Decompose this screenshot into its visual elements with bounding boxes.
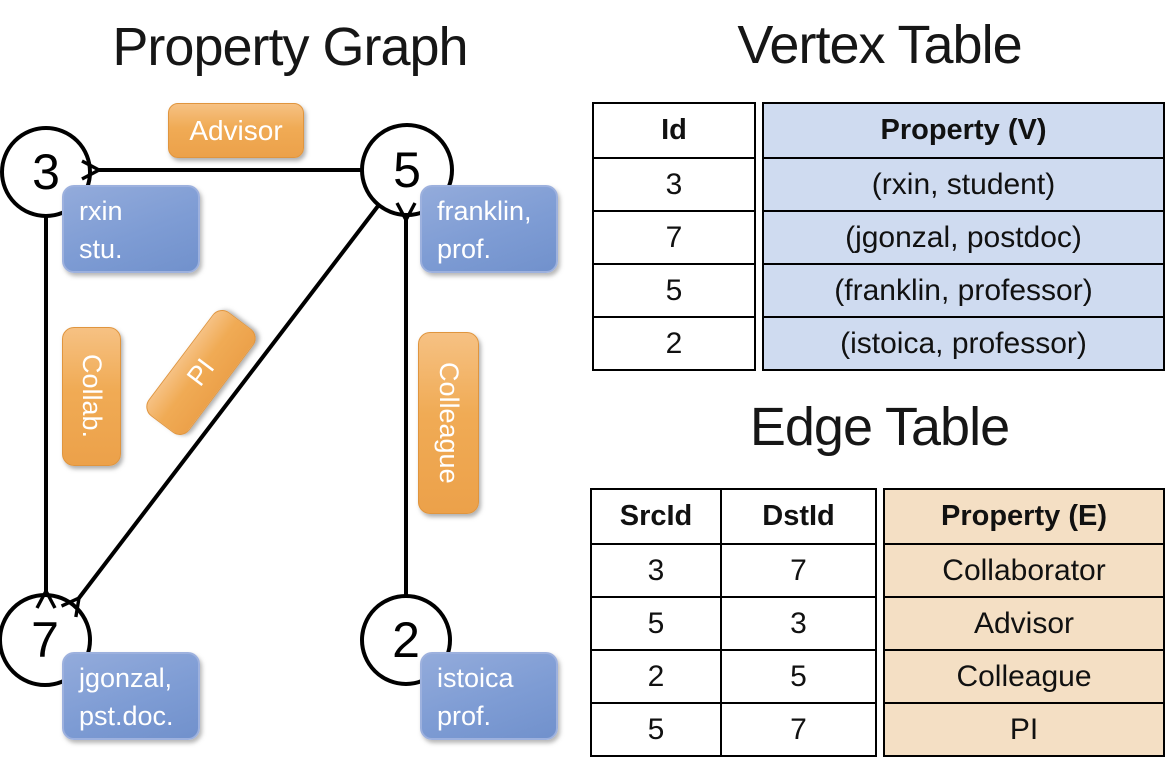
edge-table: SrcId DstId 3 7 5 3 2 5 5 7 Property (E)… [590, 488, 1165, 757]
vertex-property-line: stu. [79, 234, 123, 264]
edge-table-src-cell: 5 [592, 596, 720, 649]
vertex-property-line: rxin [79, 196, 123, 226]
vertex-property-box-2: istoica prof. [420, 652, 558, 740]
edge-table-src-cell: 5 [592, 702, 720, 755]
vertex-table-id-cell: 2 [594, 316, 754, 369]
vertex-property-line: istoica [437, 663, 514, 693]
vertex-table-property-cell: (istoica, professor) [764, 316, 1163, 369]
vertex-table-id-column: Id 3 7 5 2 [592, 102, 756, 371]
edge-arrow-5-to-7 [60, 204, 380, 618]
vertex-property-box-7: jgonzal, pst.doc. [62, 652, 200, 740]
edge-table-dst-header: DstId [720, 490, 875, 543]
vertex-property-line: prof. [437, 701, 492, 731]
edge-table-src-cell: 2 [592, 649, 720, 702]
edge-table-dst-cell: 3 [720, 596, 875, 649]
vertex-table-id-cell: 3 [594, 157, 754, 210]
edge-table-src-header: SrcId [619, 500, 693, 532]
edge-label-collab: Collab. [62, 327, 121, 466]
vertex-table-property-cell: (franklin, professor) [764, 263, 1163, 316]
edge-table-property-cell: Advisor [885, 596, 1163, 649]
edge-table-title: Edge Table [749, 397, 1010, 457]
vertex-table-property-column: Property (V) (rxin, student) (jgonzal, p… [762, 102, 1165, 371]
node-id-2: 2 [392, 612, 420, 668]
vertex-table-title: Vertex Table [737, 15, 1022, 75]
edge-table-dst-cell: 5 [720, 649, 875, 702]
edge-table-src-dst-columns: SrcId DstId 3 7 5 3 2 5 5 7 [590, 488, 877, 757]
edge-table-property-cell: Colleague [885, 649, 1163, 702]
node-id-7: 7 [31, 612, 59, 668]
vertex-table: Id 3 7 5 2 Property (V) (rxin, student) … [592, 102, 1165, 371]
node-id-5: 5 [393, 142, 421, 198]
edge-label-advisor: Advisor [168, 103, 304, 158]
property-graph-title: Property Graph [112, 17, 468, 77]
vertex-table-id-cell: 5 [594, 263, 754, 316]
edge-table-property-cell: Collaborator [885, 543, 1163, 596]
edge-table-property-header: Property (E) [941, 500, 1107, 532]
edge-table-dst-cell: 7 [720, 702, 875, 755]
edge-label-colleague: Colleague [418, 332, 479, 514]
vertex-table-property-cell: (rxin, student) [764, 157, 1163, 210]
vertex-table-property-header: Property (V) [880, 114, 1047, 146]
vertex-property-box-5: franklin, prof. [420, 185, 558, 273]
vertex-property-box-3: rxin stu. [62, 185, 200, 273]
vertex-property-line: prof. [437, 234, 492, 264]
vertex-table-id-header: Id [661, 114, 687, 146]
edge-table-property-cell: PI [885, 702, 1163, 755]
edge-table-src-cell: 3 [592, 543, 720, 596]
vertex-property-line: jgonzal, [79, 663, 173, 693]
vertex-property-line: pst.doc. [79, 701, 174, 731]
edge-table-dst-cell: 7 [720, 543, 875, 596]
node-id-3: 3 [32, 144, 60, 200]
vertex-table-id-cell: 7 [594, 210, 754, 263]
vertex-table-property-cell: (jgonzal, postdoc) [764, 210, 1163, 263]
vertex-property-line: franklin, [437, 196, 532, 226]
edge-table-property-column: Property (E) Collaborator Advisor Collea… [883, 488, 1165, 757]
